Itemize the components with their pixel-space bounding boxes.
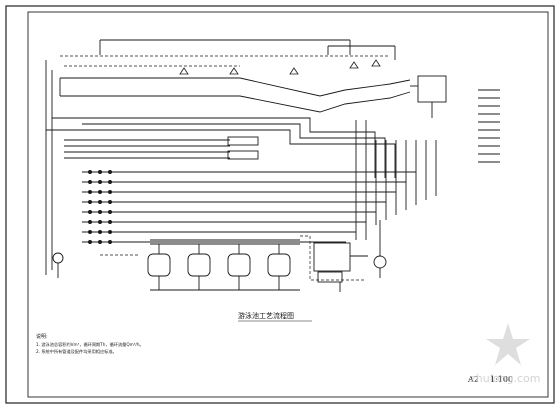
inner-frame [27, 11, 549, 398]
dashed-lines [60, 55, 390, 281]
note-2: 2. 系统中所有管道及配件均采用相应标准。 [36, 348, 117, 355]
valve-bank [88, 170, 112, 244]
watermark: zhulong.com [470, 323, 540, 385]
watermark-text: zhulong.com [470, 372, 540, 385]
note-1: 1. 游泳池总容积约Vm³，循环周期Th，循环流量Qm³/h。 [36, 341, 144, 348]
drawing-border [5, 5, 555, 404]
scale-label: 1:100 [490, 375, 513, 384]
piping-network [45, 39, 500, 292]
watermark-logo-icon [486, 323, 530, 365]
drawing-title: 游泳池工艺流程图 [238, 311, 294, 320]
sheet-size: A2 [467, 375, 479, 384]
inlet-fittings [179, 59, 381, 75]
notes-label: 说明: [36, 333, 48, 340]
